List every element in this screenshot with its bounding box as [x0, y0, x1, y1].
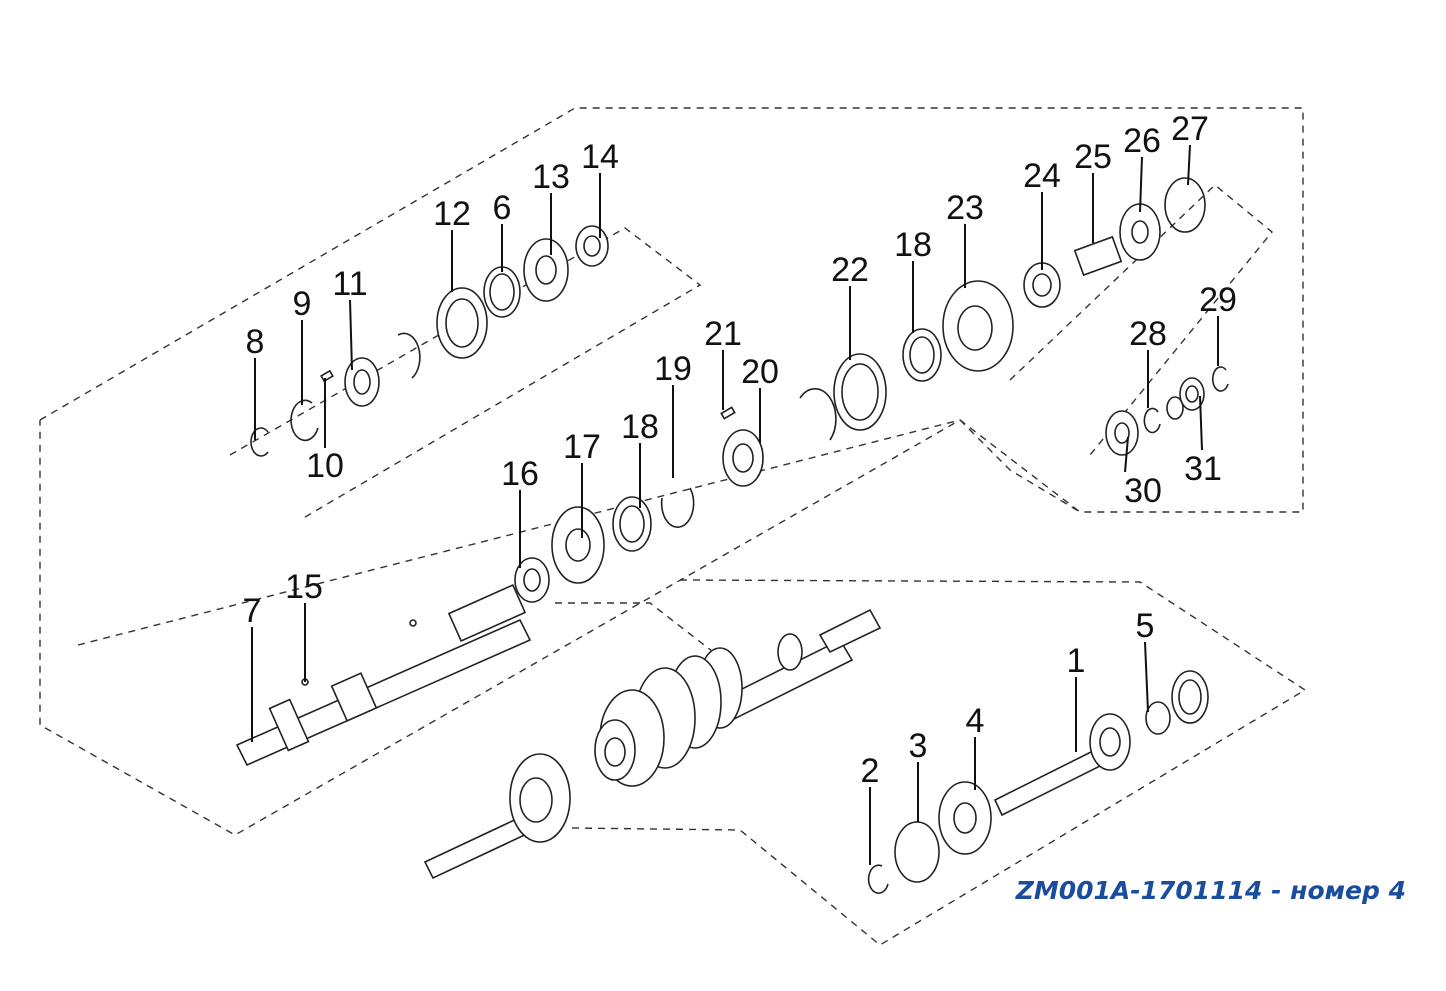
boundary-upper-left — [229, 227, 702, 521]
callout-26: 26 — [1123, 122, 1161, 160]
callout-22: 22 — [831, 251, 869, 289]
mainshaft-spline — [447, 584, 527, 642]
boundary-link-1 — [555, 602, 731, 666]
mainshaft — [235, 584, 532, 767]
callout-numbers: 1 2 3 4 5 6 7 8 9 10 11 12 13 14 15 16 1… — [243, 110, 1237, 790]
callout-31: 31 — [1184, 450, 1222, 488]
callout-4: 4 — [966, 702, 985, 740]
callout-23: 23 — [946, 189, 984, 227]
bearing-5 — [1145, 701, 1171, 735]
callout-29: 29 — [1199, 281, 1237, 319]
callout-16: 16 — [501, 455, 539, 493]
callout-6: 6 — [493, 189, 512, 227]
callout-8: 8 — [246, 323, 265, 361]
callout-12: 12 — [433, 195, 471, 233]
callout-13: 13 — [532, 158, 570, 196]
leader-lines — [251, 144, 1219, 865]
callout-25: 25 — [1074, 138, 1112, 176]
callout-30: 30 — [1124, 472, 1162, 510]
callout-27: 27 — [1171, 110, 1209, 148]
callout-14: 14 — [581, 138, 619, 176]
callout-10: 10 — [306, 447, 344, 485]
callout-18a: 18 — [621, 408, 659, 446]
upper-right-parts — [902, 177, 1206, 382]
callout-19: 19 — [654, 350, 692, 388]
upper-left-parts — [250, 225, 609, 457]
snap-ring-28 — [1143, 407, 1161, 434]
callout-20: 20 — [741, 353, 779, 391]
callout-9: 9 — [293, 285, 312, 323]
assembled-gear-train — [423, 608, 882, 880]
middle-parts — [514, 353, 887, 603]
snap-ring-27 — [1164, 177, 1206, 233]
callout-28: 28 — [1129, 315, 1167, 353]
snap-ring-19 — [660, 487, 695, 528]
boundary-right-sub — [1009, 184, 1273, 456]
callout-11: 11 — [332, 265, 367, 303]
callout-2: 2 — [861, 752, 880, 790]
key-10 — [320, 369, 334, 383]
callout-15: 15 — [285, 568, 323, 606]
callout-21: 21 — [704, 315, 742, 353]
boundary-main — [39, 107, 1304, 836]
callout-7: 7 — [243, 592, 262, 630]
callout-5: 5 — [1136, 607, 1155, 645]
snap-ring-2 — [867, 864, 889, 894]
mainshaft-body — [235, 618, 532, 767]
callout-1: 1 — [1067, 642, 1086, 680]
boundary-lower — [569, 579, 1307, 946]
callout-3: 3 — [909, 727, 928, 765]
callout-17: 17 — [563, 428, 601, 466]
lower-parts — [867, 670, 1209, 894]
callout-18b: 18 — [894, 226, 932, 264]
snap-ring-8 — [250, 427, 269, 457]
snap-ring-29 — [1211, 366, 1229, 392]
bushing-25 — [1073, 235, 1123, 277]
part-number-caption: ZM001A-1701114 - номер 4 — [1015, 876, 1406, 905]
right-sub-parts — [1105, 366, 1229, 456]
key-21 — [720, 406, 736, 420]
callout-24: 24 — [1023, 157, 1061, 195]
snap-ring-3 — [894, 821, 940, 883]
